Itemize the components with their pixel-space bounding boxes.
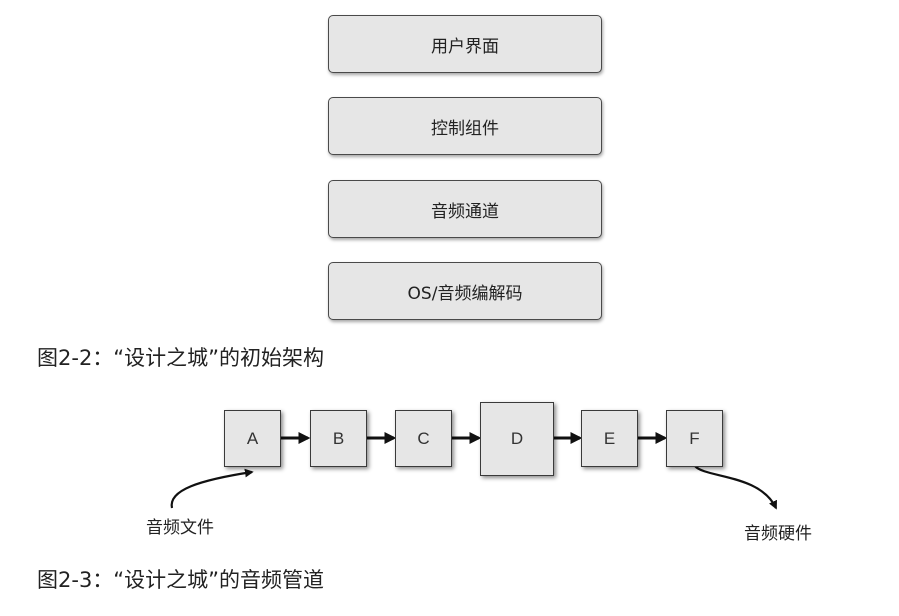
output-curve <box>694 465 777 510</box>
output-label: 音频硬件 <box>744 524 812 544</box>
node-label: C <box>417 428 430 448</box>
layer-label: 用户界面 <box>431 36 499 57</box>
layer-user-interface: 用户界面 <box>328 15 602 73</box>
pipeline-node-d: D <box>480 402 554 476</box>
node-label: D <box>510 429 524 448</box>
node-label: F <box>689 428 700 448</box>
input-curve <box>170 468 254 509</box>
layer-label: 音频通道 <box>431 201 499 222</box>
layer-label: 控制组件 <box>431 118 499 139</box>
node-label: E <box>603 428 616 448</box>
input-label: 音频文件 <box>146 518 214 538</box>
pipeline-node-a: A <box>224 410 281 467</box>
pipeline-node-b: B <box>310 410 367 467</box>
figure-caption-2-3: 图2-3：“设计之城”的音频管道 <box>37 568 325 592</box>
layer-label: OS/音频编解码 <box>407 283 523 304</box>
layer-audio-channel: 音频通道 <box>328 180 602 238</box>
layer-os-audio-codec: OS/音频编解码 <box>328 262 602 320</box>
pipeline-node-c: C <box>395 410 452 467</box>
node-label: A <box>246 428 259 448</box>
node-label: B <box>332 428 345 448</box>
pipeline-node-f: F <box>666 410 723 467</box>
layer-control-components: 控制组件 <box>328 97 602 155</box>
figure-caption-2-2: 图2-2：“设计之城”的初始架构 <box>37 346 325 370</box>
pipeline-node-e: E <box>581 410 638 467</box>
